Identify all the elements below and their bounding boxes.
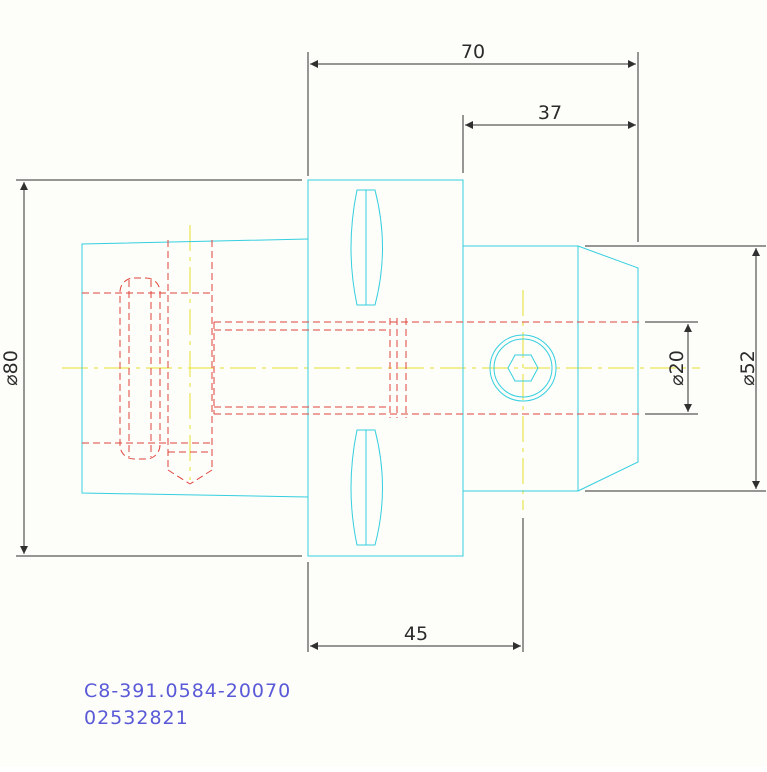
dim-text-45: 45	[404, 623, 428, 645]
order-code: 02532821	[84, 707, 189, 729]
dim-text-dia-52: ⌀52	[737, 350, 759, 386]
center-lines	[62, 225, 700, 510]
dim-text-70: 70	[461, 41, 485, 63]
part-number: C8-391.0584-20070	[84, 680, 291, 702]
hidden-lines	[82, 240, 640, 485]
dim-text-37: 37	[538, 102, 562, 124]
part-outline	[81, 179, 639, 557]
dim-text-dia-20: ⌀20	[666, 350, 688, 386]
dimension-lines	[16, 52, 766, 652]
dim-text-dia-80: ⌀80	[0, 350, 22, 386]
